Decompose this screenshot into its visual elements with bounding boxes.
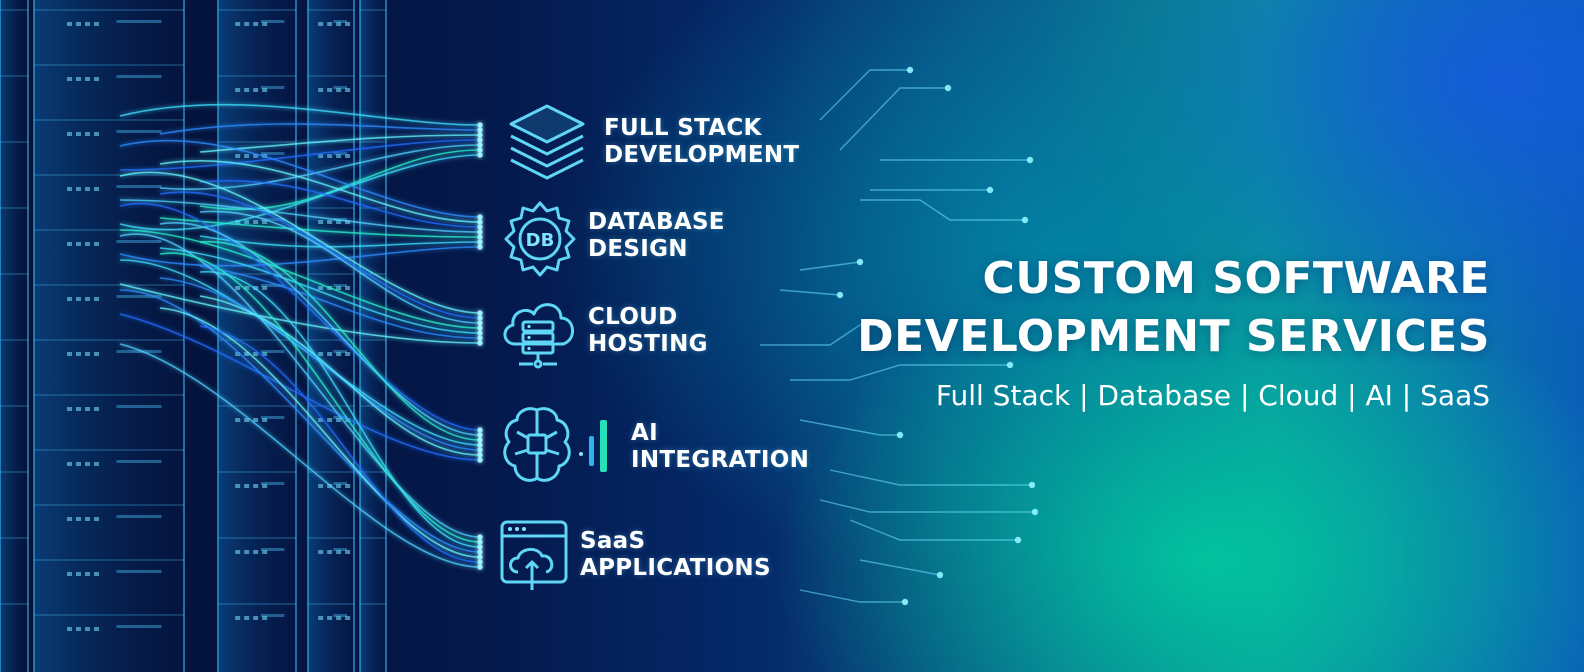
glowing-cables — [119, 103, 483, 570]
service-full-stack: FULL STACK DEVELOPMENT — [604, 115, 800, 168]
page-title: CUSTOM SOFTWARE DEVELOPMENT SERVICES — [857, 250, 1490, 366]
layers-icon — [509, 104, 585, 180]
db-label: DB — [526, 230, 555, 251]
service-database: DATABASE DESIGN — [588, 209, 725, 262]
service-cloud: CLOUD HOSTING — [588, 304, 708, 357]
title-line-2: DEVELOPMENT SERVICES — [857, 311, 1490, 362]
server-racks — [0, 0, 387, 672]
services-tagline: Full Stack | Database | Cloud | AI | Saa… — [935, 379, 1490, 412]
server-rack — [0, 0, 29, 672]
database-gear-icon: DB — [504, 201, 576, 277]
service-ai: AI INTEGRATION — [631, 420, 810, 473]
circuit-traces — [760, 66, 1039, 606]
server-rack — [33, 0, 185, 672]
ai-brain-icon — [503, 407, 607, 482]
service-saas: SaaS APPLICATIONS — [580, 528, 771, 581]
title-line-1: CUSTOM SOFTWARE — [982, 253, 1490, 304]
saas-browser-icon — [500, 520, 568, 590]
cloud-server-icon — [503, 303, 574, 369]
